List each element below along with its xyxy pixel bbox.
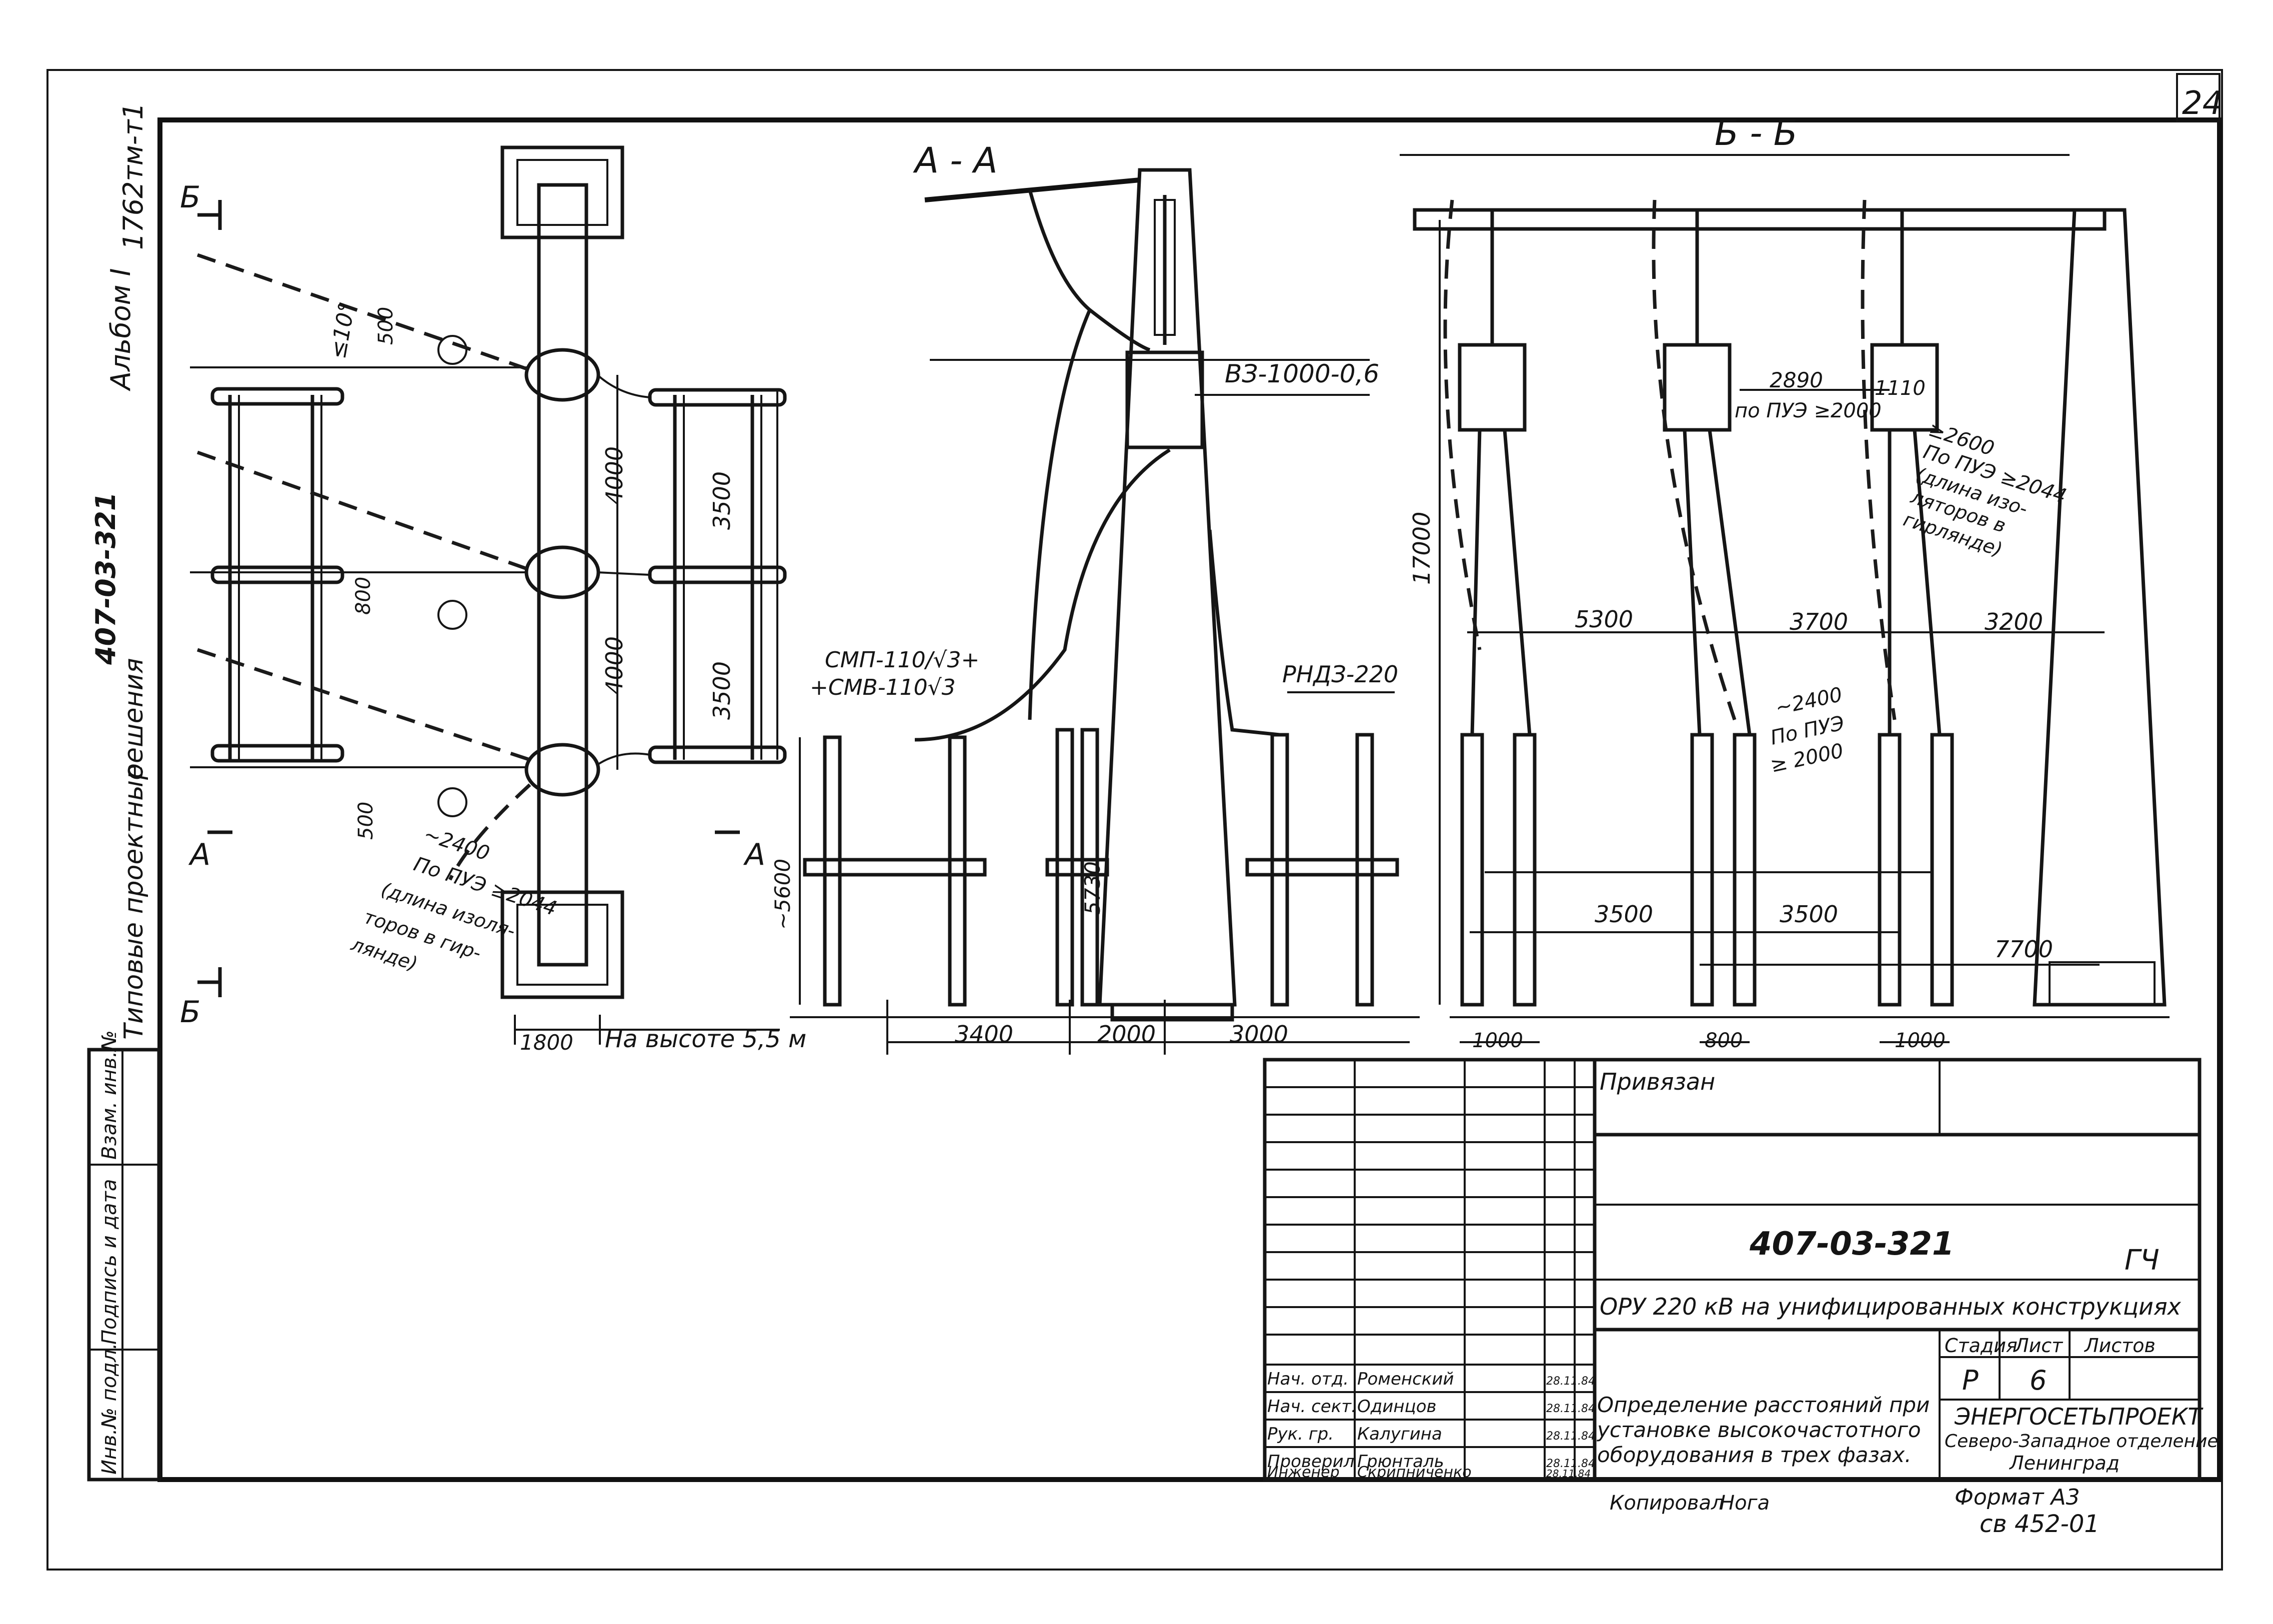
strip-vzam-inv: Взам. инв.№ xyxy=(98,1030,121,1160)
aa-dim-2000: 2000 xyxy=(1097,1021,1156,1048)
tb-sheet-header: Лист xyxy=(2014,1335,2064,1357)
album-code: 1762тм-т1 xyxy=(117,102,149,250)
side-project-code: 407-03-321 xyxy=(90,492,121,665)
plan-dim-3500-lower: 3500 xyxy=(708,661,735,720)
tb-copied-by: Нога xyxy=(1720,1492,1770,1515)
tb-role-1: Нач. отд. xyxy=(1267,1369,1349,1389)
plan-angle-label: ≤10° xyxy=(325,300,360,361)
tb-sheet: 6 xyxy=(2030,1365,2047,1396)
series-title-line1: Типовые проектные xyxy=(119,764,149,1040)
plan-dim-500-top: 500 xyxy=(374,307,397,345)
cut-mark-b-top: Б xyxy=(180,180,200,215)
tb-format: Формат А3 xyxy=(1955,1485,2080,1510)
plan-dim-800: 800 xyxy=(352,577,375,615)
tb-role-3: Рук. гр. xyxy=(1267,1424,1334,1444)
wave-trap-box xyxy=(1125,350,1204,449)
bb-dim-1000-left: 1000 xyxy=(1472,1029,1523,1052)
tb-stage: Р xyxy=(1962,1365,1979,1396)
tb-role-4: Проверил xyxy=(1267,1452,1354,1472)
tb-name-4: Грюнталь xyxy=(1357,1452,1444,1472)
tb-name-3: Калугина xyxy=(1357,1424,1442,1444)
sheet-frame xyxy=(46,69,2223,1571)
tb-date-5: 28.11.84 xyxy=(1546,1468,1591,1480)
plan-dim-3500-upper: 3500 xyxy=(708,471,735,530)
aa-dim-3400: 3400 xyxy=(955,1021,1013,1048)
tb-name-5: Скрипниченко xyxy=(1357,1464,1472,1481)
plan-portal-beam xyxy=(537,183,588,967)
tb-org-1: ЭНЕРГОСЕТЬПРОЕКТ xyxy=(1954,1403,2204,1430)
strip-signature-date: Подпись и дата xyxy=(98,1179,121,1345)
tb-archive: св 452-01 xyxy=(1980,1510,2100,1538)
tb-date-1: 28.11.84 xyxy=(1546,1375,1595,1388)
bb-dim-800: 800 xyxy=(1705,1029,1743,1052)
bb-dim-2890: 2890 xyxy=(1770,368,1823,392)
tb-date-4: 28.11.84 xyxy=(1546,1458,1595,1470)
section-aa xyxy=(790,168,1420,1055)
tb-name-1: Роменский xyxy=(1357,1369,1454,1389)
tb-object: ОРУ 220 кВ на унифицированных конструкци… xyxy=(1600,1293,2182,1320)
bb-dim-3700: 3700 xyxy=(1790,608,1848,635)
tb-date-3: 28.11.84 xyxy=(1546,1430,1595,1443)
plan-dim-500-bottom: 500 xyxy=(354,802,377,840)
label-rndz: РНДЗ-220 xyxy=(1282,661,1398,688)
bb-dim-5300: 5300 xyxy=(1575,606,1633,633)
series-title-line2: решения xyxy=(119,658,149,780)
portal-crossbeam xyxy=(1413,208,2107,231)
bb-dim-17000: 17000 xyxy=(1408,512,1435,585)
plan-dim-1800: 1800 xyxy=(520,1030,573,1055)
bb-dim-3500-left: 3500 xyxy=(1595,901,1653,928)
cut-mark-a-right: А xyxy=(743,837,765,872)
label-smp: СМП-110/√3+ xyxy=(825,647,979,673)
aa-dim-3000: 3000 xyxy=(1230,1021,1288,1048)
label-vz: ВЗ-1000-0,6 xyxy=(1225,359,1379,388)
tb-org-3: Ленинград xyxy=(2009,1452,2120,1474)
tb-sheet-title-1: Определение расстояний при xyxy=(1597,1393,1930,1417)
tb-role-2: Нач. сект. xyxy=(1267,1397,1357,1417)
bb-dim-3500-right: 3500 xyxy=(1780,901,1838,928)
tb-doc-code: 407-03-321 xyxy=(1749,1226,1954,1263)
aa-dim-5730: 5730 xyxy=(1080,861,1105,915)
plan-view xyxy=(190,145,787,1045)
tb-attached: Привязан xyxy=(1600,1068,1715,1095)
bb-dim-1110: 1110 xyxy=(1875,377,1926,400)
section-bb xyxy=(1400,154,2170,1043)
album-title: Альбом I xyxy=(105,268,136,391)
tb-stage-header: Стадия xyxy=(1945,1335,2018,1357)
bb-dim-7700: 7700 xyxy=(1995,936,2053,963)
aa-dim-5600: ~5600 xyxy=(770,859,795,930)
plan-dim-4000-upper: 4000 xyxy=(601,446,628,505)
corner-sheet-number: 24 xyxy=(2182,85,2223,122)
strip-inv-podl: Инв.№ подл. xyxy=(98,1343,121,1475)
section-aa-title: А - А xyxy=(913,140,998,181)
tb-copied: Копировал xyxy=(1610,1492,1724,1515)
corner-sheet-box xyxy=(2176,73,2221,122)
cut-mark-b-bottom: Б xyxy=(180,995,200,1030)
tb-date-2: 28.11.84 xyxy=(1546,1403,1595,1415)
plan-dim-4000-lower: 4000 xyxy=(601,636,628,695)
left-stamp-strip xyxy=(87,1048,161,1482)
title-block-grid xyxy=(1263,1058,2202,1482)
tb-name-2: Одинцов xyxy=(1357,1397,1437,1417)
plan-height-note: На высоте 5,5 м xyxy=(605,1025,806,1053)
tb-org-2: Северо-Западное отделение xyxy=(1945,1431,2219,1452)
label-smv: +СМВ-110√3 xyxy=(810,675,956,700)
tb-mark: ГЧ xyxy=(2125,1244,2160,1277)
section-bb-title: Б - Б xyxy=(1715,112,1798,153)
bb-dim-1000-right: 1000 xyxy=(1895,1029,1946,1052)
tb-role-5: Инженер xyxy=(1267,1464,1340,1481)
bb-dim-3200: 3200 xyxy=(1985,608,2043,635)
tb-sheet-title-3: оборудования в трех фазах. xyxy=(1597,1443,1912,1467)
tb-sheets-header: Листов xyxy=(2084,1335,2156,1357)
cut-mark-a-left: А xyxy=(188,837,210,872)
tb-sheet-title-2: установке высокочастотного xyxy=(1596,1418,1921,1442)
bb-dim-pue-2000: по ПУЭ ≥2000 xyxy=(1735,399,1882,422)
